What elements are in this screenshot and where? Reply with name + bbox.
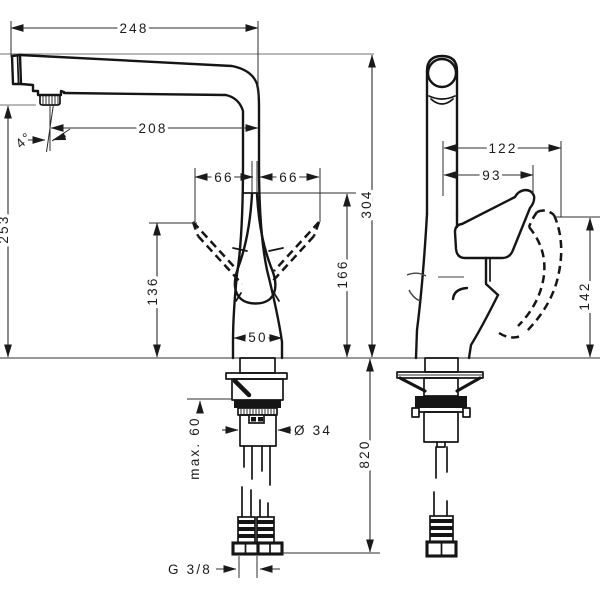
dim-93-label: 93 (482, 168, 501, 183)
dim-g38-label: G 3/8 (168, 562, 212, 577)
handle-rotated-dashed (498, 209, 563, 339)
left-view-faucet (10, 53, 380, 556)
supply-hoses-upper (243, 445, 271, 486)
dim-max60-label: max. 60 (187, 416, 202, 479)
dim-4deg-label: 4° (13, 129, 36, 152)
right-undercounter-assembly (396, 357, 484, 558)
dimension-93: 93 (443, 165, 534, 195)
dimension-253: 253 (0, 105, 15, 358)
dimension-136: 136 (142, 222, 197, 358)
handle-cutout (233, 192, 277, 305)
supply-hoses-lower (241, 486, 269, 518)
seal-ring (234, 400, 281, 408)
dim-208-label: 208 (138, 121, 167, 136)
dimension-208: 208 (49, 106, 259, 151)
mounting-clamp (232, 378, 252, 398)
dimension-66-right: 66 (259, 167, 321, 222)
dim-66-right-label: 66 (279, 170, 298, 185)
column-outline (425, 54, 459, 216)
dimension-50: 50 (233, 327, 283, 349)
dimension-142: 142 (555, 216, 600, 358)
dimension-66-left: 66 (194, 167, 254, 222)
dimension-dia34: Ø 34 (222, 420, 333, 442)
dimension-248: 248 (10, 18, 259, 98)
dim-253-label: 253 (0, 214, 11, 243)
spout-outer-edge (18, 53, 284, 360)
spout-cross-section (426, 57, 458, 89)
dimension-820: 820 (354, 358, 376, 553)
left-undercounter-assembly (225, 357, 380, 556)
handle-swing-dashed (191, 221, 321, 285)
dim-dia34-label: Ø 34 (294, 423, 332, 438)
dimension-304: 304 (356, 54, 378, 358)
seal-ring-side (415, 396, 467, 408)
dimension-166: 166 (260, 192, 356, 358)
reference-lines (0, 53, 600, 359)
dim-142-label: 142 (577, 281, 592, 310)
spout-inner-edge (62, 91, 245, 360)
dim-136-label: 136 (145, 276, 160, 305)
right-view-faucet (396, 54, 563, 558)
aerator-ribs (39, 94, 61, 106)
dimension-122: 122 (442, 138, 562, 217)
spout-end-cap (10, 53, 23, 86)
dimension-g38: G 3/8 (164, 556, 280, 581)
dim-66-left-label: 66 (214, 170, 233, 185)
aerator-housing (19, 82, 66, 97)
dim-248-label: 248 (119, 21, 148, 36)
dim-304-label: 304 (359, 189, 374, 218)
handle-lever (453, 188, 536, 260)
dim-820-label: 820 (357, 439, 372, 468)
dim-122-label: 122 (488, 141, 517, 156)
hose-connectors (231, 516, 284, 556)
dimension-max60: max. 60 (184, 398, 233, 483)
dim-50-label: 50 (248, 330, 267, 345)
dim-166-label: 166 (335, 259, 350, 288)
